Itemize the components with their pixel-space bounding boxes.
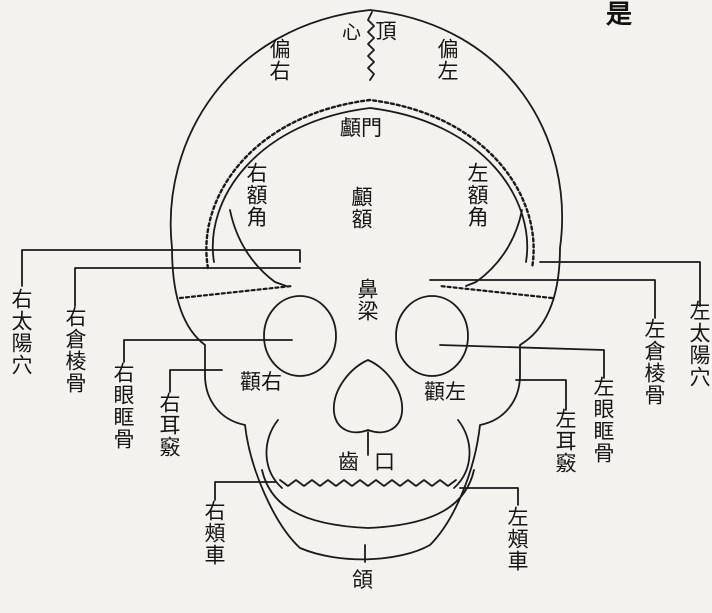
leader-temple-right xyxy=(21,249,301,287)
label-nose-bridge: 鼻梁 xyxy=(355,278,379,322)
label-frontal-right: 右額角 xyxy=(244,162,268,228)
label-parietal-left: 偏左 xyxy=(435,38,459,82)
label-jaw: 頜 xyxy=(352,568,373,592)
label-vertex: 頂 xyxy=(373,20,397,42)
leader-orbit-right xyxy=(123,339,293,363)
upper-teeth xyxy=(279,479,457,487)
leader-ear-right xyxy=(169,369,223,393)
cranium-outline xyxy=(169,9,564,561)
leader-temple-left xyxy=(539,261,701,307)
label-temple-right: 右太陽穴 xyxy=(9,288,33,376)
leader-brow-left xyxy=(429,279,656,319)
label-frontal-left: 左額角 xyxy=(465,162,489,228)
label-orbit-right: 右眼眶骨 xyxy=(111,362,135,450)
mandible-inner xyxy=(261,469,475,529)
leader-orbit-left xyxy=(439,344,605,379)
label-ear-left: 左耳竅 xyxy=(553,408,577,474)
label-teeth: 齒 xyxy=(338,450,359,474)
leader-ear-left xyxy=(515,379,567,411)
label-brow-right: 右倉棱骨 xyxy=(63,306,87,394)
label-ear-right: 右耳竅 xyxy=(157,392,181,458)
corner-character: 是 xyxy=(606,0,633,30)
label-mouth: 口 xyxy=(374,450,395,474)
label-parietal-right: 偏右 xyxy=(267,38,291,82)
label-cheek-right: 顴右 xyxy=(240,370,282,394)
coronal-suture xyxy=(205,98,535,270)
label-forehead-center: 顱額 xyxy=(349,186,373,230)
leader-mandible-left xyxy=(459,487,519,506)
orbit-left xyxy=(395,295,469,377)
label-forehead-top: 顱門 xyxy=(340,116,382,140)
sagittal-suture xyxy=(367,11,375,81)
label-orbit-left: 左眼眶骨 xyxy=(591,376,615,464)
nasal-cavity xyxy=(333,359,403,434)
leader-mandible-right xyxy=(214,481,277,501)
label-fontanel: 心 xyxy=(339,22,361,42)
brow-suture-right xyxy=(178,284,294,300)
label-brow-left: 左倉棱骨 xyxy=(642,318,666,406)
label-temple-left: 左太陽穴 xyxy=(687,300,711,388)
leader-brow-right xyxy=(74,267,301,307)
mandible-cheek-left xyxy=(453,419,471,489)
mandible-cheek-right xyxy=(265,419,283,489)
frontal-horn-left xyxy=(465,209,523,287)
frontal-horn-right xyxy=(229,209,287,287)
label-cheek-left: 顴左 xyxy=(424,380,466,404)
label-mandible-right: 右頰車 xyxy=(202,500,226,566)
label-mandible-left: 左頰車 xyxy=(505,506,529,572)
brow-suture-left xyxy=(438,284,554,300)
orbit-right xyxy=(263,295,337,377)
